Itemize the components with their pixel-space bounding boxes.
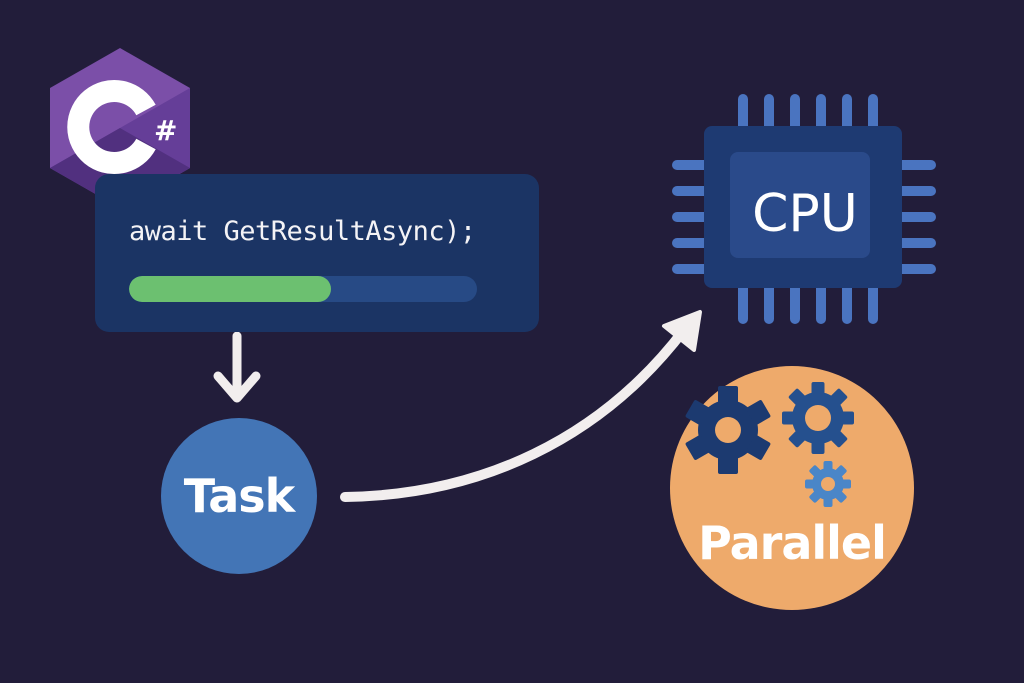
cpu-pin: [672, 238, 712, 248]
gear-small-icon: [805, 461, 851, 507]
parallel-label: Parallel: [698, 516, 887, 570]
cpu-pin: [764, 282, 774, 324]
cpu-pin: [672, 264, 712, 274]
cpu-pin: [672, 160, 712, 170]
cpu-pin: [868, 282, 878, 324]
cpu-pin: [738, 94, 748, 134]
cpu-pin: [738, 282, 748, 324]
task-label: Task: [183, 469, 295, 523]
svg-text:#: #: [154, 114, 177, 147]
cpu-pin: [842, 282, 852, 324]
cpu-pin: [790, 282, 800, 324]
cpu-pin: [892, 264, 936, 274]
cpu-pin: [816, 282, 826, 324]
curved-arrow-to-cpu: [340, 310, 702, 502]
cpu-label: CPU: [752, 184, 858, 244]
cpu-pin: [892, 160, 936, 170]
gears-icon: [685, 382, 854, 507]
cpu-pin: [842, 94, 852, 134]
cpu-pin: [892, 212, 936, 222]
progress-fill: [129, 276, 331, 302]
gear-medium-icon: [782, 382, 854, 454]
cpu-pin: [764, 94, 774, 134]
cpu-pin: [892, 186, 936, 196]
gear-large-icon: [685, 386, 771, 474]
csharp-logo-icon: #: [50, 48, 190, 208]
progress-bar: [129, 276, 477, 302]
parallel-node: Parallel: [670, 366, 914, 610]
cpu-pin: [816, 94, 826, 134]
cpu-chip-icon: [672, 94, 936, 324]
code-card: await GetResultAsync);: [95, 174, 539, 332]
cpu-node: CPU: [670, 92, 940, 332]
cpu-pin: [790, 94, 800, 134]
task-node: Task: [161, 418, 317, 574]
code-line: await GetResultAsync);: [129, 216, 476, 247]
down-arrow: [213, 331, 261, 403]
cpu-pin: [672, 186, 712, 196]
cpu-pin: [892, 238, 936, 248]
cpu-pin: [868, 94, 878, 134]
cpu-pin: [672, 212, 712, 222]
